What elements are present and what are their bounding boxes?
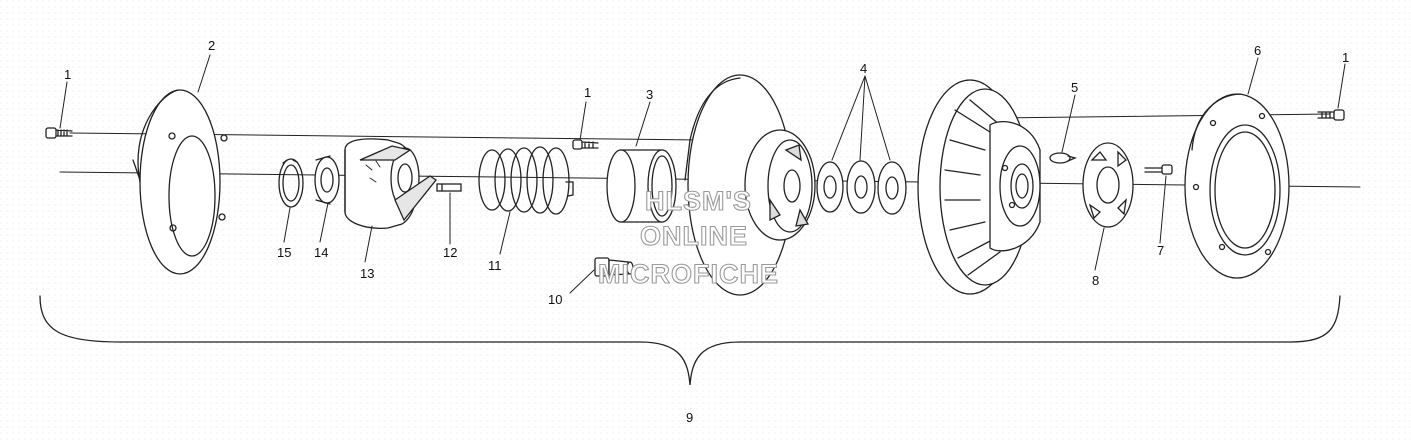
callout-10: 10 bbox=[548, 292, 562, 307]
callout-6: 6 bbox=[1254, 43, 1261, 58]
callout-14: 14 bbox=[314, 245, 328, 260]
callout-15: 15 bbox=[277, 245, 291, 260]
upper-bolt-axis-line-right bbox=[989, 113, 1331, 119]
watermark-line1: HLSM'S bbox=[645, 186, 752, 216]
bolt-right bbox=[1317, 109, 1345, 121]
washer-14 bbox=[314, 155, 340, 205]
callout-9: 9 bbox=[686, 410, 693, 425]
callout-11: 11 bbox=[488, 258, 502, 273]
bolt-left bbox=[45, 127, 73, 139]
movable-sheave bbox=[684, 74, 816, 296]
bolt-mid bbox=[572, 139, 599, 150]
callout-2: 2 bbox=[208, 38, 215, 53]
callout-8: 8 bbox=[1092, 273, 1099, 288]
callout-13: 13 bbox=[360, 266, 374, 281]
callout-5: 5 bbox=[1071, 80, 1078, 95]
leader-lines bbox=[59, 54, 1346, 294]
watermark: HLSM'S ONLINE MICROFICHE bbox=[597, 185, 779, 289]
snap-ring bbox=[278, 158, 304, 208]
helix-cam bbox=[344, 138, 437, 229]
spider-8 bbox=[1082, 142, 1134, 228]
screw-7 bbox=[1144, 164, 1173, 175]
assembly-brace bbox=[39, 295, 1341, 386]
callout-7: 7 bbox=[1157, 243, 1164, 258]
fixed-sheave bbox=[917, 79, 1041, 295]
watermark-line2: ONLINE bbox=[640, 221, 748, 251]
callout-3: 3 bbox=[646, 87, 653, 102]
grease-fitting bbox=[594, 257, 634, 277]
cover-plate bbox=[132, 89, 228, 275]
callout-1-left: 1 bbox=[64, 67, 71, 82]
callout-1-mid: 1 bbox=[584, 85, 591, 100]
callout-numbers: 1 2 1 3 4 5 6 1 7 8 9 10 11 12 13 14 15 bbox=[64, 38, 1349, 425]
outer-cover bbox=[1184, 93, 1290, 279]
spring bbox=[478, 146, 574, 215]
callout-12: 12 bbox=[443, 245, 457, 260]
callout-1-right: 1 bbox=[1342, 50, 1349, 65]
bushing bbox=[606, 149, 677, 223]
washers-4 bbox=[816, 160, 907, 215]
plug-5 bbox=[1049, 152, 1077, 164]
callout-4: 4 bbox=[860, 61, 867, 76]
key-pin bbox=[436, 183, 462, 192]
watermark-line3: MICROFICHE bbox=[598, 259, 779, 289]
